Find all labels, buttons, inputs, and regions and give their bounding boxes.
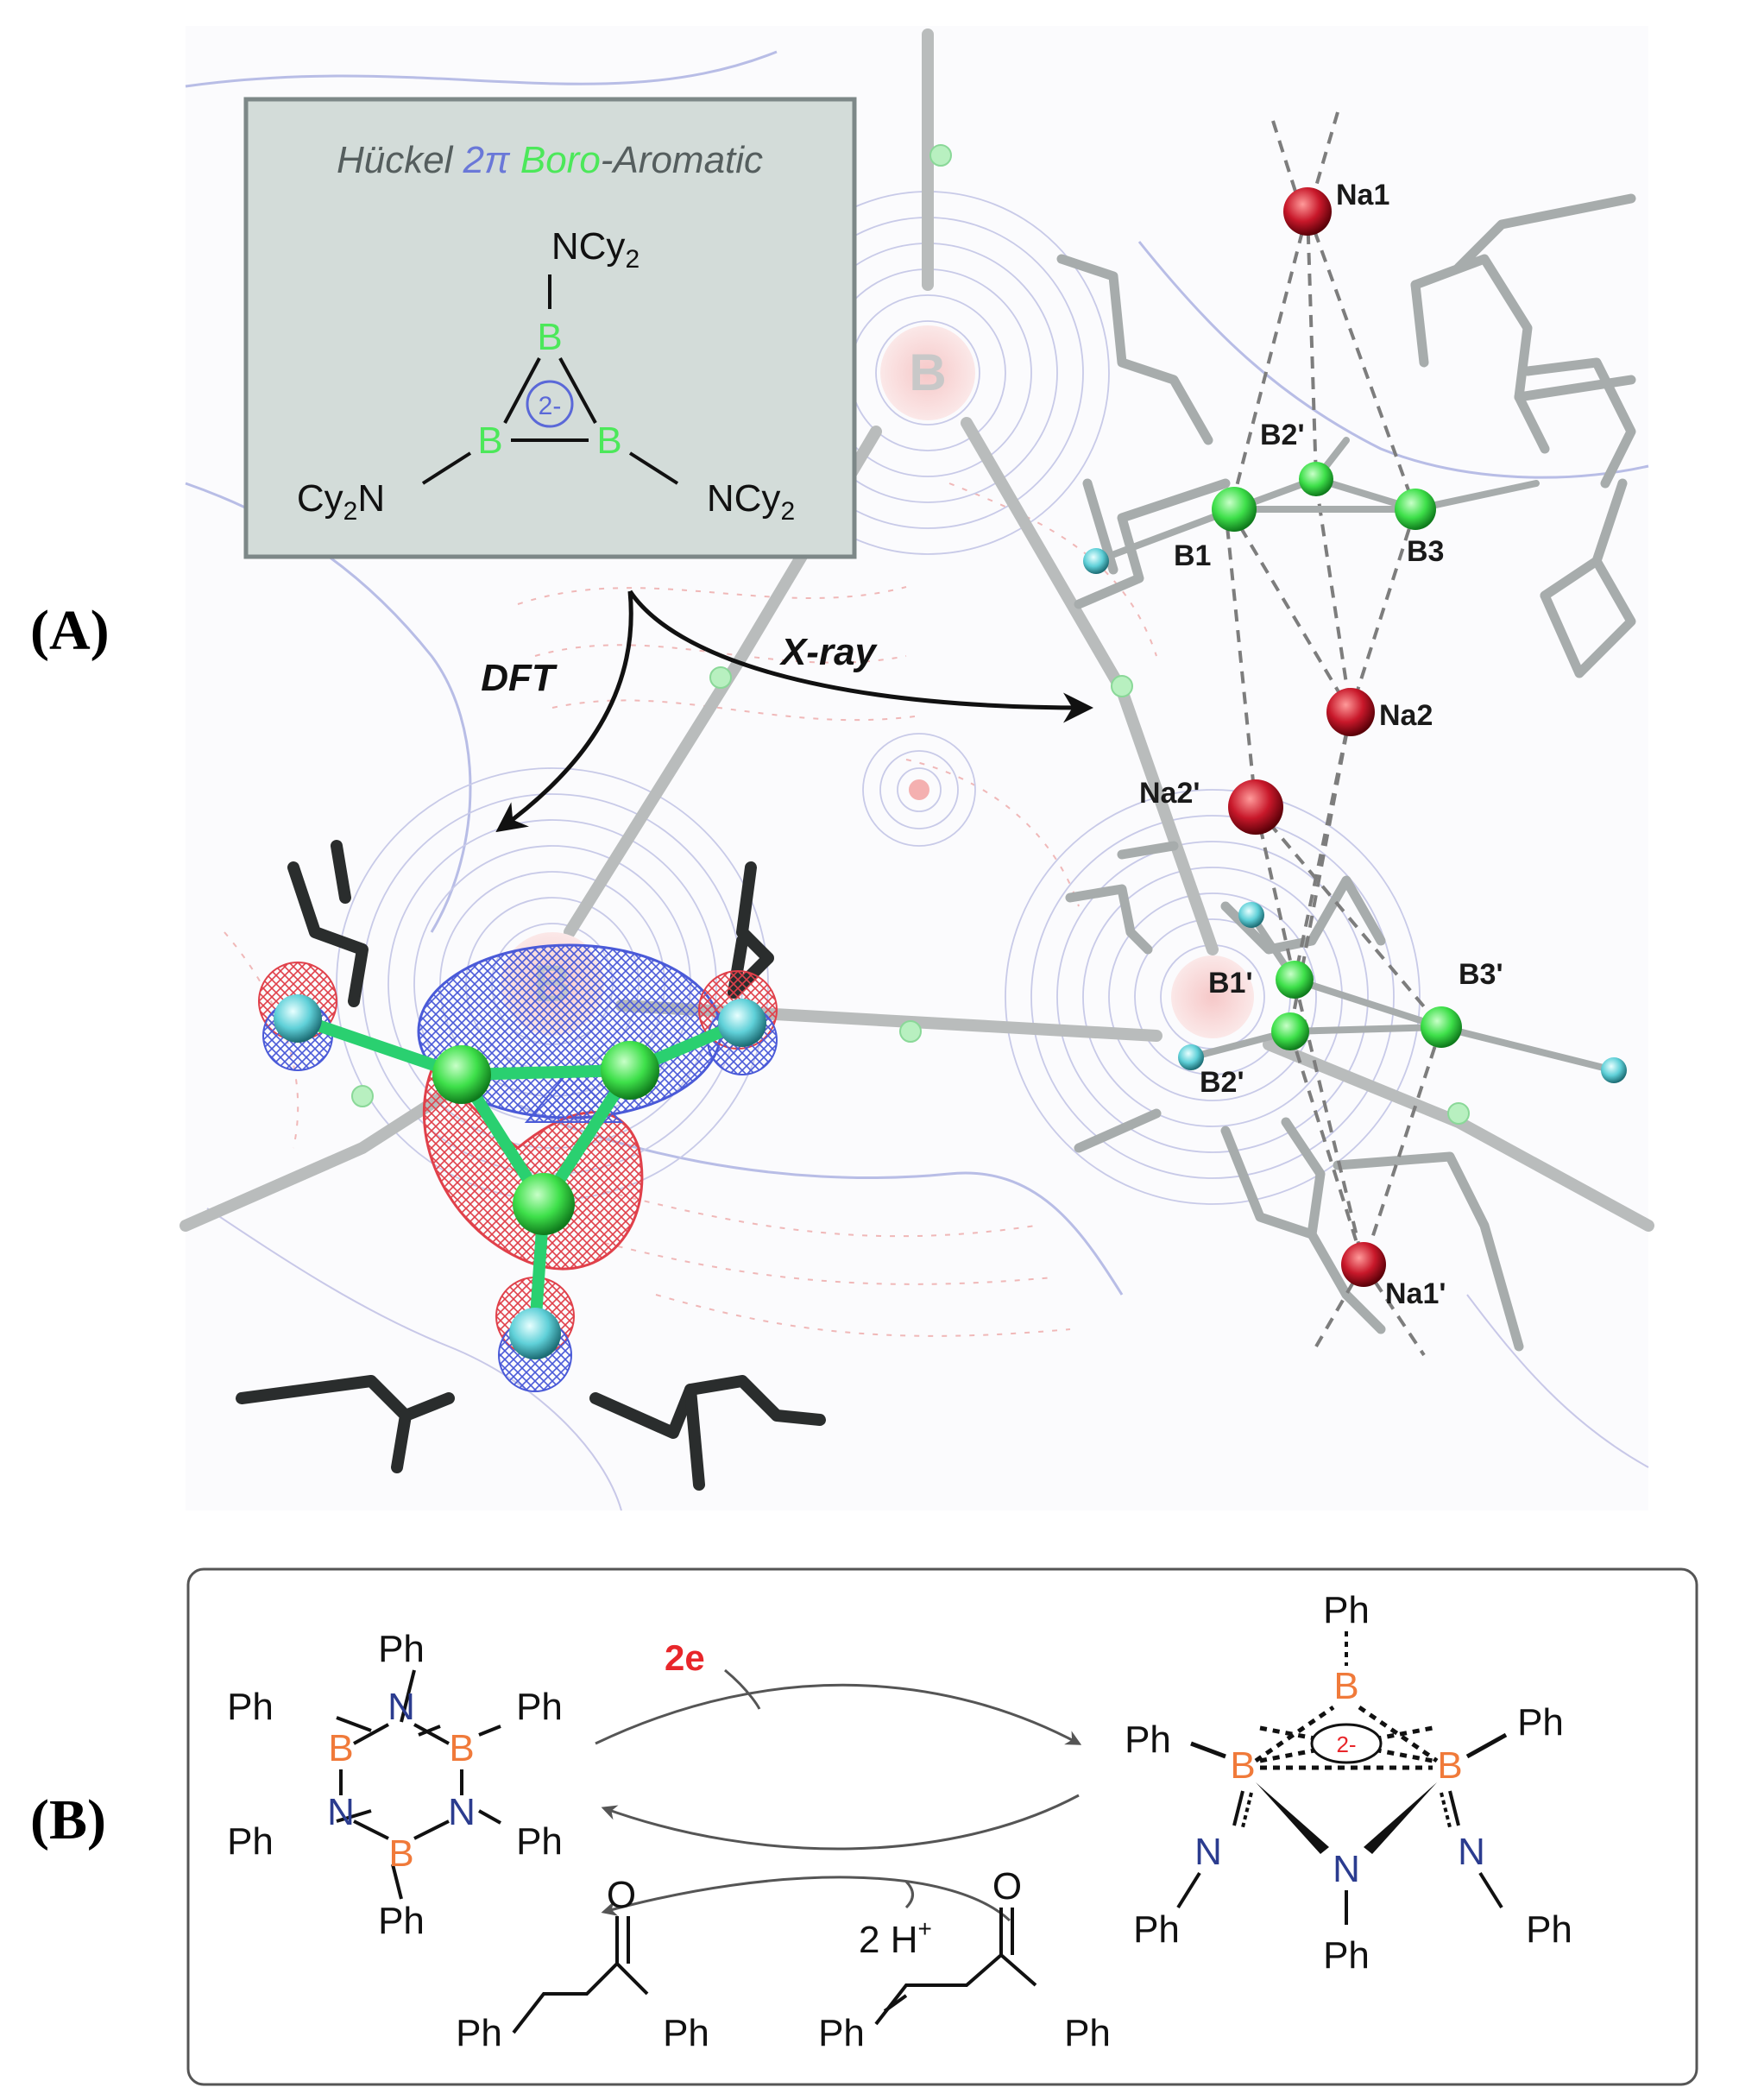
label-na2: Na2 (1379, 699, 1433, 732)
inset-box: Hückel 2π Boro-Aromatic NCy2 B B B 2- Cy… (243, 97, 857, 559)
protonation-arrow (601, 1876, 1011, 1922)
borazine-ph-tr: Ph (516, 1686, 563, 1728)
borazine-b-tr: B (449, 1727, 474, 1769)
label-b2pp: B2' (1200, 1066, 1244, 1099)
inset-title: Hückel 2π Boro-Aromatic (337, 139, 763, 181)
panel-b-label: (B) (30, 1788, 106, 1851)
svg-text:Ph: Ph (1517, 1701, 1564, 1744)
label-na2p: Na2' (1139, 777, 1200, 810)
svg-text:Ph: Ph (1323, 1589, 1370, 1631)
svg-text:Ph: Ph (1064, 2012, 1111, 2054)
inset-charge-circle (526, 380, 574, 428)
label-na1p: Na1' (1385, 1277, 1446, 1310)
xray-arrow (627, 590, 1093, 723)
svg-text:2-: 2- (1336, 1731, 1356, 1757)
svg-text:O: O (992, 1865, 1022, 1908)
label-b1p: B1' (1208, 967, 1253, 1000)
dft-orbital-model (236, 840, 826, 1491)
svg-text:Ph: Ph (1323, 1934, 1370, 1977)
svg-text:Ph: Ph (818, 2012, 865, 2054)
borazine-n-br: N (448, 1791, 476, 1833)
dft-xray-arrows: DFT X-ray (481, 590, 1093, 833)
reductant-label: 2e (665, 1637, 705, 1678)
borazine-n-bl: N (327, 1791, 355, 1833)
inset-boron-right: B (596, 419, 621, 462)
borazine-b-bottom: B (388, 1832, 413, 1875)
svg-text:Ph: Ph (663, 2012, 709, 2054)
chalcone: Ph O Ph (818, 1865, 1111, 2054)
svg-text:O: O (607, 1874, 636, 1916)
dft-arrow (495, 590, 633, 833)
xray-label: X-ray (778, 631, 879, 673)
label-b3: B3 (1407, 535, 1444, 568)
svg-text:B: B (1230, 1744, 1255, 1787)
borazine-ph-br: Ph (516, 1820, 563, 1863)
reductant-curve (724, 1668, 761, 1710)
svg-text:Ph: Ph (1526, 1908, 1572, 1951)
inset-right-substituent: NCy2 (707, 477, 795, 526)
label-b2p: B2' (1260, 419, 1305, 451)
proton-label: 2 H+ (859, 1915, 932, 1961)
label-na1: Na1 (1336, 179, 1389, 211)
oxidation-arrow (601, 1794, 1080, 1851)
triboracycle-dianion: Ph B Ph B B Ph 2- N P (1125, 1589, 1572, 1977)
panel-b: (B) Ph N Ph B B Ph N N Ph Ph B Ph (30, 1567, 1698, 2086)
svg-text:Ph: Ph (1125, 1718, 1171, 1761)
svg-text:B: B (1333, 1665, 1358, 1707)
panel-a-label: (A) (30, 599, 110, 662)
svg-text:Ph: Ph (1133, 1908, 1180, 1951)
borazine-ph-bottom: Ph (378, 1900, 425, 1942)
bg-boron-label-1: B (909, 344, 946, 401)
label-b3p: B3' (1459, 958, 1503, 991)
svg-text:B: B (1437, 1744, 1462, 1787)
borazine-ph-bl: Ph (227, 1820, 274, 1863)
svg-text:N: N (1194, 1831, 1222, 1873)
borazine-n-top: N (387, 1686, 415, 1728)
borazine: Ph N Ph B B Ph N N Ph Ph B Ph (227, 1628, 563, 1942)
borazine-ph-tl: Ph (227, 1686, 274, 1728)
ketone-product: Ph O Ph (456, 1874, 709, 2054)
panel-b-frame (186, 1567, 1698, 2086)
borazine-ph-top: Ph (378, 1628, 425, 1670)
svg-text:Ph: Ph (456, 2012, 502, 2054)
borazine-b-tl: B (328, 1727, 353, 1769)
inset-top-substituent: NCy2 (551, 225, 640, 274)
xray-structure: Na1 B2' B1 B3 Na2 Na2' B1' B3' B2' Na1' (1056, 111, 1636, 1357)
inset-left-substituent: Cy2N (297, 477, 385, 526)
dft-label: DFT (481, 657, 558, 699)
inset-boron-left: B (477, 419, 502, 462)
label-b1: B1 (1174, 539, 1211, 572)
inset-boron-top: B (537, 316, 562, 358)
svg-text:N: N (1458, 1831, 1485, 1873)
svg-text:N: N (1333, 1848, 1360, 1890)
reduction-arrow (595, 1683, 1082, 1745)
inset-charge: 2- (539, 392, 562, 420)
